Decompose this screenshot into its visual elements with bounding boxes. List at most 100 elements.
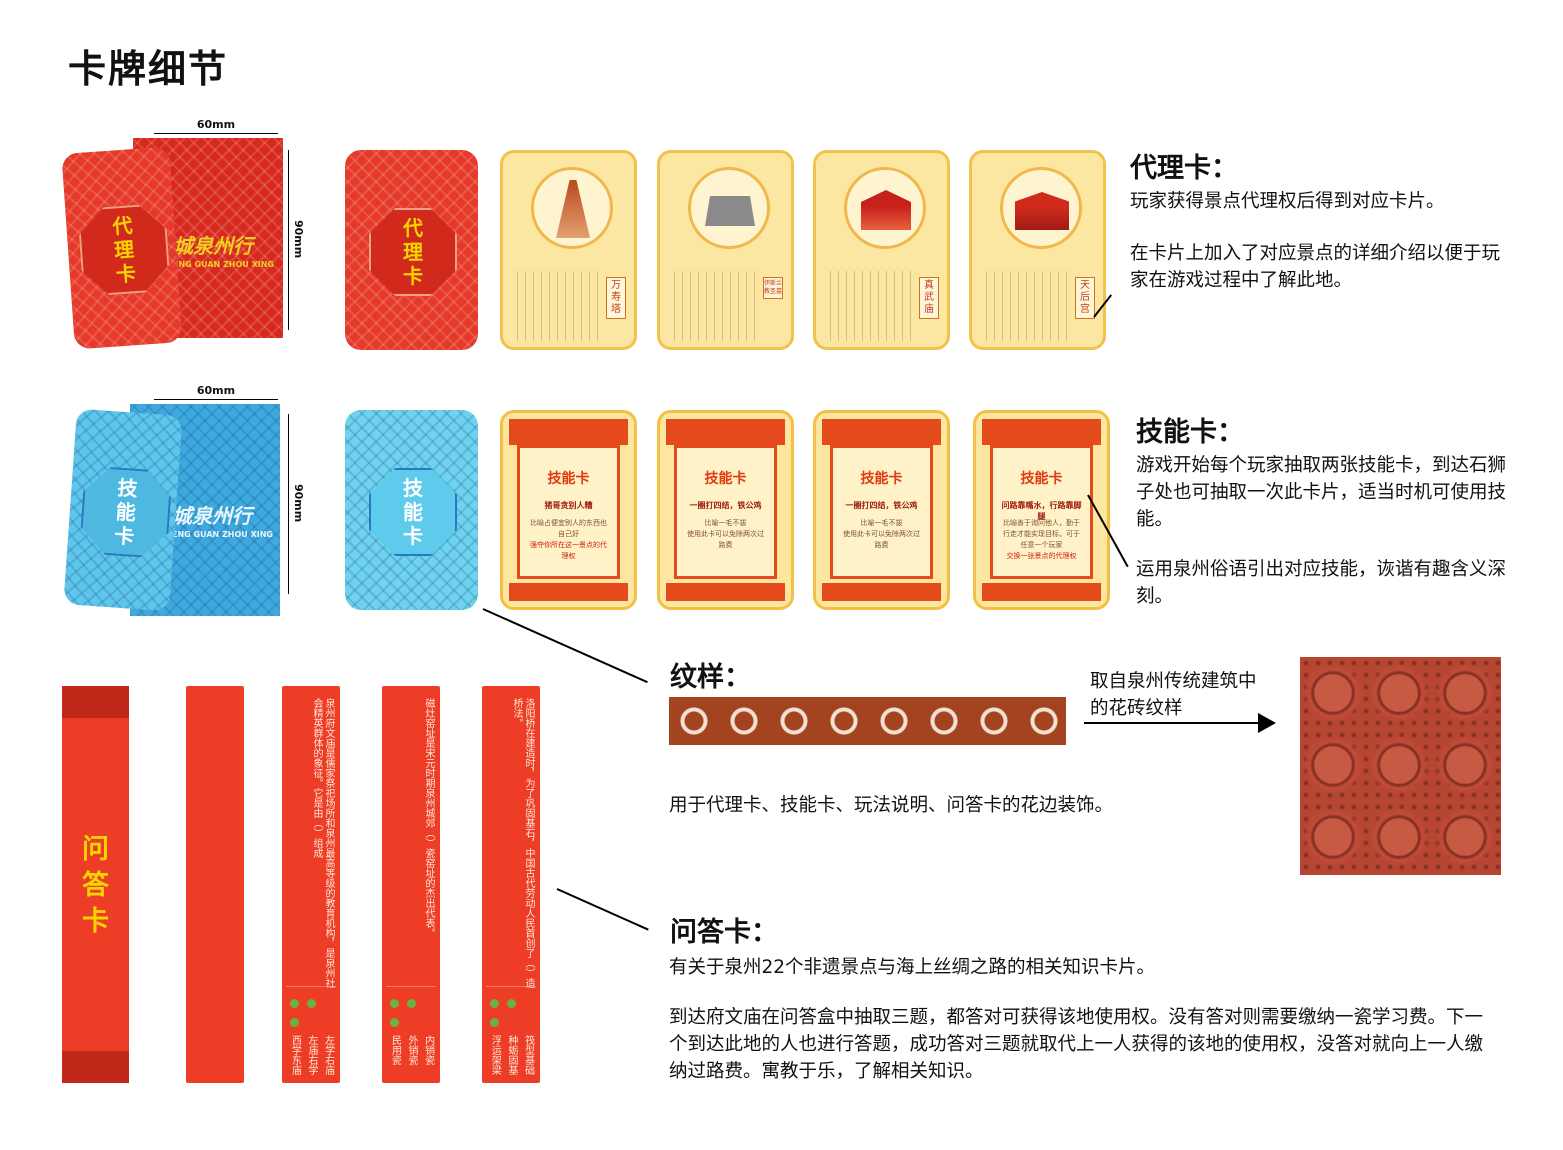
- qa-option: 外销瓷: [405, 1035, 417, 1065]
- skill-card: 技能卡 问路靠嘴水，行路靠脚腿 比喻善于询问他人，勤于行走才能实现目标。可于任意…: [973, 410, 1110, 610]
- qa-option: 民用瓷: [389, 1035, 401, 1065]
- spot-name: 天后宫: [1075, 277, 1095, 319]
- width-label: 60mm: [196, 384, 236, 397]
- skill-card-meaning: 比喻一毛不拔: [860, 519, 903, 527]
- skill-label-char: 卡: [113, 523, 135, 549]
- spot-card: 伊斯兰教圣墓: [657, 150, 794, 350]
- skill-card-effect: 使用此卡可以免除两次过路费: [687, 530, 764, 549]
- qa-option: 筏型基础: [522, 1035, 534, 1075]
- qa-card-desc1: 有关于泉州22个非遗景点与海上丝绸之路的相关知识卡片。: [669, 957, 1156, 978]
- agent-label-char: 卡: [403, 264, 423, 288]
- pattern-source-note: 取自泉州传统建筑中的花砖纹样: [1090, 671, 1257, 719]
- qa-question-card: 洛阳桥在建造时，为了巩固基石，中国古代劳动人民首创了（）造桥法。 筏型基础 种蛎…: [482, 686, 540, 1083]
- skill-card-title: 技能卡: [1020, 471, 1063, 487]
- page-title: 卡牌细节: [68, 47, 229, 91]
- box-brand: 城泉州行: [172, 504, 252, 528]
- skill-card-title: 技能卡: [547, 471, 590, 487]
- skill-card-effect: 强夺你所在这一景点的代理权: [530, 541, 607, 560]
- agent-label-char: 理: [113, 237, 135, 263]
- skill-card-effect: 交换一张景点的代理权: [1006, 552, 1077, 560]
- qa-option: 左庙右学: [305, 1035, 317, 1075]
- pagoda-illustration: [531, 167, 613, 249]
- spot-card: 天后宫: [969, 150, 1106, 350]
- spot-description: [830, 271, 914, 341]
- leader-line-qa: [556, 888, 649, 931]
- qa-question-text: 泉州府文庙是儒家祭祀场所和泉州最高等级的教育机构，是泉州社会精英群体的象征。它是…: [311, 698, 334, 988]
- skill-card: 技能卡 猪哥贪别人糟 比喻占便宜别人的东西也自己好 强夺你所在这一景点的代理权: [500, 410, 637, 610]
- skill-card-front-tilted: 技 能 卡: [63, 408, 183, 612]
- skill-card-title: 技能卡: [860, 471, 903, 487]
- skill-card: 技能卡 一圈打四结，铁公鸡 比喻一毛不拔 使用此卡可以免除两次过路费: [813, 410, 950, 610]
- skill-card-proverb: 猪哥贪别人糟: [544, 501, 593, 510]
- pattern-usage: 用于代理卡、技能卡、玩法说明、问答卡的花边装饰。: [669, 795, 1114, 816]
- agent-label-char: 理: [403, 240, 423, 264]
- agent-card-heading: 代理卡：: [1130, 153, 1238, 184]
- width-dimension: 60mm: [154, 384, 278, 400]
- qa-option: 种蛎固基: [505, 1035, 517, 1075]
- agent-card-desc1: 玩家获得景点代理权后得到对应卡片。: [1130, 191, 1445, 212]
- skill-label-char: 技: [403, 476, 423, 500]
- qa-card-back: [186, 686, 244, 1083]
- box-brand: 城泉州行: [173, 234, 253, 258]
- skill-card-meaning: 比喻善于询问他人，勤于行走才能实现目标。可于任意一个玩家: [1003, 519, 1080, 549]
- skill-card-proverb: 一圈打四结，铁公鸡: [689, 501, 762, 510]
- skill-label-char: 卡: [403, 524, 423, 548]
- skill-label-char: 能: [403, 500, 423, 524]
- spot-name: 伊斯兰教圣墓: [763, 277, 783, 299]
- skill-card-desc2: 运用泉州俗语引出对应技能，诙谐有趣含义深刻。: [1136, 559, 1507, 607]
- qa-card-front: 问 答 卡: [62, 686, 129, 1083]
- height-dimension: 90mm: [288, 414, 305, 594]
- width-label: 60mm: [196, 118, 236, 131]
- leader-line-pattern: [482, 608, 648, 684]
- spot-description: [674, 271, 758, 341]
- skill-card-meaning: 比喻占便宜别人的东西也自己好: [530, 519, 607, 538]
- skill-card-desc1: 游戏开始每个玩家抽取两张技能卡，到达石狮子处也可抽取一次此卡片，适当时机可使用技…: [1136, 455, 1507, 530]
- arrow-right-icon: [1258, 713, 1276, 733]
- agent-label-char: 代: [111, 213, 134, 239]
- qa-card-heading: 问答卡：: [670, 917, 778, 948]
- agent-card-front-tilted: 代 理 卡: [61, 146, 183, 350]
- skill-label-char: 能: [115, 499, 137, 525]
- spot-card: 万寿塔: [500, 150, 637, 350]
- height-label: 90mm: [292, 220, 305, 259]
- pattern-heading: 纹样：: [670, 662, 751, 693]
- qa-label-char: 卡: [82, 906, 109, 937]
- qa-option: 内销瓷: [422, 1035, 434, 1065]
- pattern-arrow: [1084, 722, 1262, 724]
- qa-question-card: 泉州府文庙是儒家祭祀场所和泉州最高等级的教育机构，是泉州社会精英群体的象征。它是…: [282, 686, 340, 1083]
- qa-question-text: 洛阳桥在建造时，为了巩固基石，中国古代劳动人民首创了（）造桥法。: [511, 698, 534, 988]
- skill-card-back: 技 能 卡: [345, 410, 478, 610]
- spot-card: 真武庙: [813, 150, 950, 350]
- qa-option: 左学右庙: [322, 1035, 334, 1075]
- skill-card-heading: 技能卡：: [1136, 417, 1244, 448]
- qa-question-card: 磁灶窑址是宋元时期泉州城郊（）瓷窑址的杰出代表。 内销瓷 外销瓷 民用瓷: [382, 686, 440, 1083]
- spot-description: [517, 271, 601, 341]
- width-dimension: 60mm: [154, 118, 278, 134]
- spot-description: [986, 271, 1070, 341]
- skill-card-effect: 使用此卡可以免除两次过路费: [843, 530, 920, 549]
- box-pinyin: ENG GUAN ZHOU XING: [173, 260, 274, 269]
- qa-label-char: 问: [82, 834, 109, 865]
- skill-card: 技能卡 一圈打四结，铁公鸡 比喻一毛不拔 使用此卡可以免除两次过路费: [657, 410, 794, 610]
- qa-card-desc2: 到达府文庙在问答盒中抽取三题，都答对可获得该地使用权。没有答对则需要缴纳一瓷学习…: [669, 1007, 1484, 1082]
- spot-name: 万寿塔: [606, 277, 626, 319]
- skill-card-proverb: 一圈打四结，铁公鸡: [845, 501, 918, 510]
- tomb-illustration: [688, 167, 770, 249]
- qa-label-char: 答: [82, 870, 109, 901]
- skill-label-char: 技: [116, 475, 139, 501]
- pattern-strip: [669, 697, 1066, 745]
- agent-card-back: 代 理 卡: [345, 150, 478, 350]
- qa-option: 西学东庙: [289, 1035, 301, 1075]
- agent-card-desc2: 在卡片上加入了对应景点的详细介绍以便于玩家在游戏过程中了解此地。: [1130, 243, 1501, 291]
- qa-option: 浮运架梁: [489, 1035, 501, 1075]
- skill-card-meaning: 比喻一毛不拔: [704, 519, 747, 527]
- skill-card-proverb: 问路靠嘴水，行路靠脚腿: [1001, 501, 1082, 521]
- agent-label-char: 代: [403, 216, 423, 240]
- temple-illustration: [844, 167, 926, 249]
- spot-name: 真武庙: [919, 277, 939, 319]
- palace-illustration: [1000, 167, 1082, 249]
- floor-tile-photo: [1300, 657, 1501, 875]
- agent-label-char: 卡: [114, 261, 137, 287]
- box-pinyin: ENG GUAN ZHOU XING: [172, 530, 273, 539]
- qa-question-text: 磁灶窑址是宋元时期泉州城郊（）瓷窑址的杰出代表。: [423, 698, 434, 938]
